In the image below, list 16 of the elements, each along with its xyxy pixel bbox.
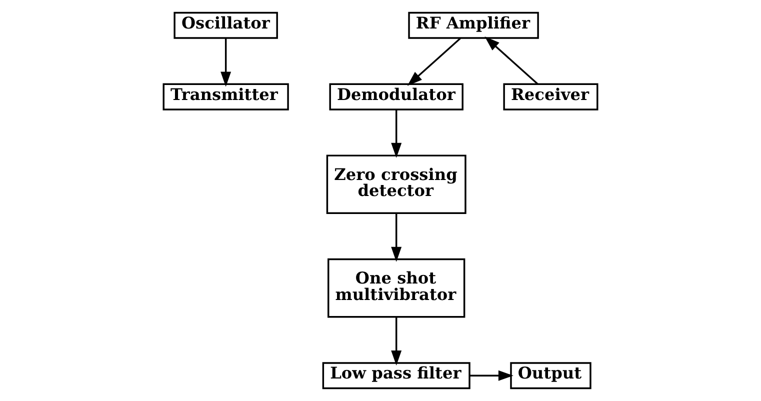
node-box: Zero crossing detector — [326, 154, 466, 214]
arrow — [484, 36, 538, 85]
arrow — [407, 38, 462, 86]
arrow — [391, 213, 402, 262]
node-box: Receiver — [503, 83, 598, 110]
node-box: Transmitter — [162, 83, 289, 110]
node-box: Oscillator — [174, 12, 278, 39]
node-box: Low pass filter — [322, 362, 470, 390]
node-box: RF Amplifier — [408, 12, 539, 39]
arrow — [470, 370, 514, 381]
arrow — [391, 317, 402, 366]
node-box: Demodulator — [329, 83, 464, 110]
node-box: Output — [510, 362, 592, 390]
arrow — [391, 110, 402, 158]
arrow — [220, 38, 232, 87]
node-box: One shot multivibrator — [328, 258, 466, 318]
